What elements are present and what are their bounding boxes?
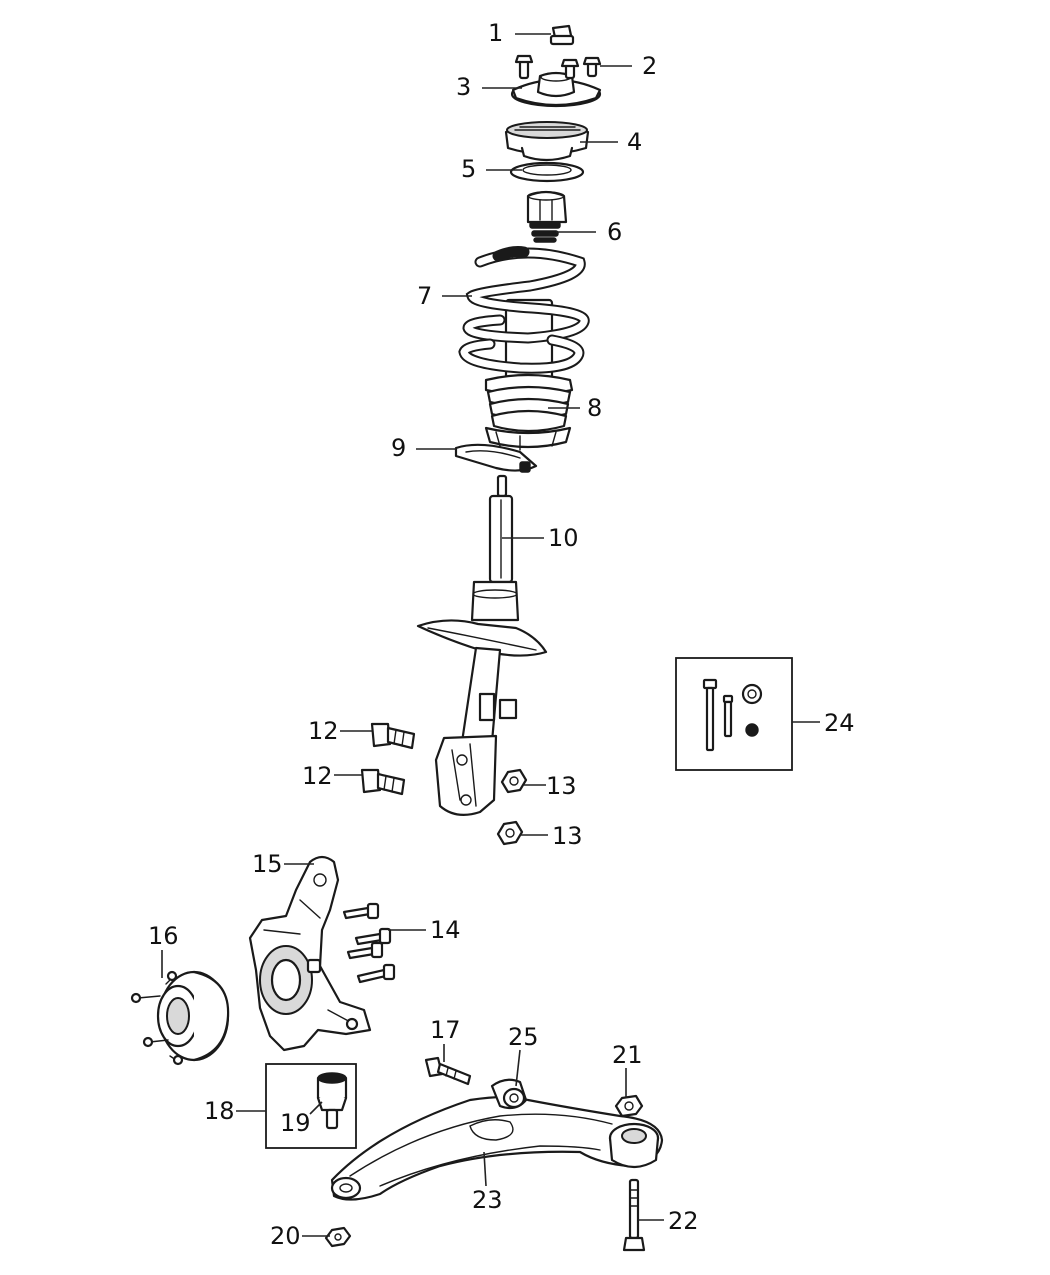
part-7-coil-spring: [458, 246, 590, 374]
callout-3: 3: [456, 73, 471, 101]
part-16-hub-bearing: [130, 970, 230, 1066]
rear-bushing: [608, 1122, 660, 1169]
part-13-upper-strut-nut: [500, 768, 528, 794]
callout-12-lower: 12: [302, 762, 333, 790]
part-13-lower-strut-nut: [496, 820, 524, 846]
callout-14: 14: [430, 916, 461, 944]
callout-2: 2: [642, 52, 657, 80]
callout-4: 4: [627, 128, 642, 156]
callout-7: 7: [417, 282, 432, 310]
callout-5: 5: [461, 155, 476, 183]
callout-19: 19: [280, 1109, 311, 1137]
part-12-upper-strut-bolt: [370, 722, 416, 750]
callout-18: 18: [204, 1097, 235, 1125]
callout-13-lower: 13: [552, 822, 583, 850]
callout-15: 15: [252, 850, 283, 878]
part-18-ball-joint-kit: [265, 1063, 357, 1149]
part-6-jounce-bumper: [526, 190, 568, 243]
part-4-upper-spring-seat: [504, 121, 590, 162]
part-2-mount-studs: [514, 54, 602, 80]
part-15-steering-knuckle: [248, 855, 372, 1052]
part-9-lower-spring-isolator: [454, 443, 538, 473]
callout-10: 10: [548, 524, 579, 552]
part-24-hardware-kit: [675, 657, 793, 771]
part-12-lower-strut-bolt: [360, 768, 406, 796]
callout-8: 8: [587, 394, 602, 422]
callout-labels: 1 2 3 4 5 6 7 8 9 10 12 12 13 13 14 15 1…: [148, 19, 855, 1250]
callout-9: 9: [391, 434, 406, 462]
callout-25: 25: [508, 1023, 539, 1051]
part-22-bushing-bolt: [622, 1178, 646, 1252]
part-17-control-arm-bolt: [424, 1056, 472, 1086]
part-5-strut-bearing: [509, 161, 585, 183]
callout-6: 6: [607, 218, 622, 246]
callout-21: 21: [612, 1041, 643, 1069]
callout-12-upper: 12: [308, 717, 339, 745]
leader-lines: [161, 33, 820, 1237]
part-3-strut-mount: [510, 71, 602, 108]
callout-1: 1: [488, 19, 503, 47]
part-25-front-bushing: [490, 1078, 528, 1110]
callout-17: 17: [430, 1016, 461, 1044]
callout-22: 22: [668, 1207, 699, 1235]
callout-24: 24: [824, 709, 855, 737]
part-8-dust-boot: [484, 298, 574, 451]
part-1-strut-nut: [549, 24, 575, 46]
callout-23: 23: [472, 1186, 503, 1214]
part-10-strut-assembly: [416, 474, 548, 817]
callout-13-upper: 13: [546, 772, 577, 800]
part-21-bushing-nut: [614, 1094, 644, 1118]
part-20-nut: [324, 1226, 352, 1248]
callout-20: 20: [270, 1222, 301, 1250]
part-19-ball-joint: [316, 1072, 348, 1130]
callout-16: 16: [148, 922, 179, 950]
part-14-knuckle-bolts: [342, 902, 396, 984]
